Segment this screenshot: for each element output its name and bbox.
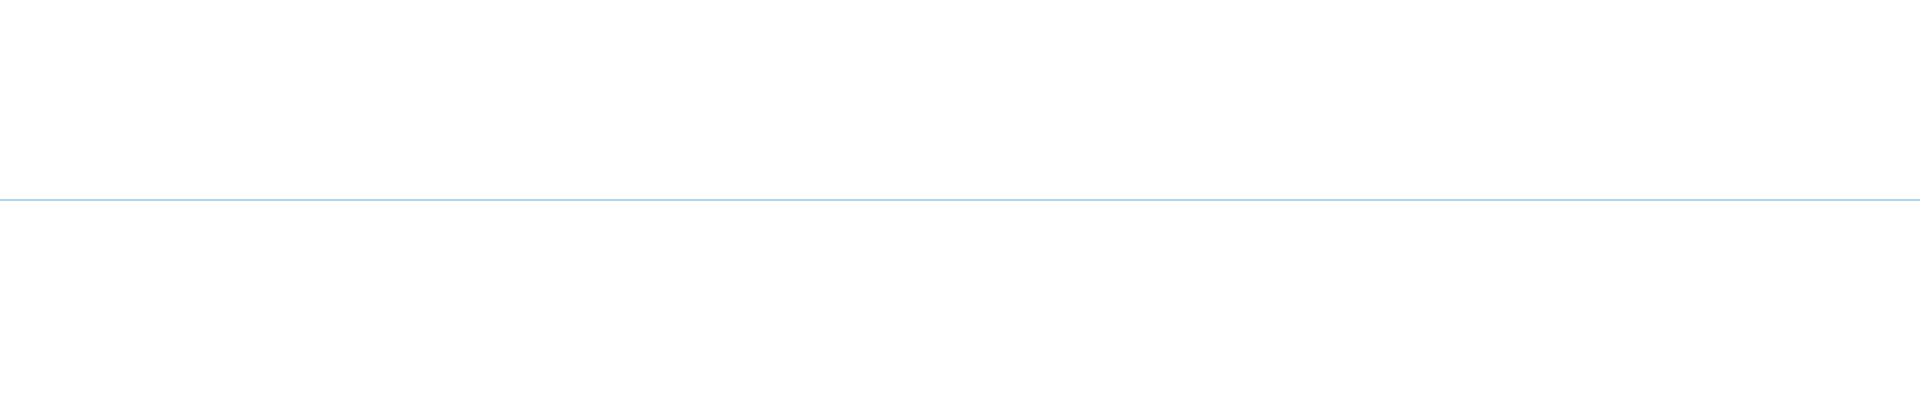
audio-waveform — [0, 199, 1920, 201]
waveform-graphic — [0, 199, 1920, 201]
